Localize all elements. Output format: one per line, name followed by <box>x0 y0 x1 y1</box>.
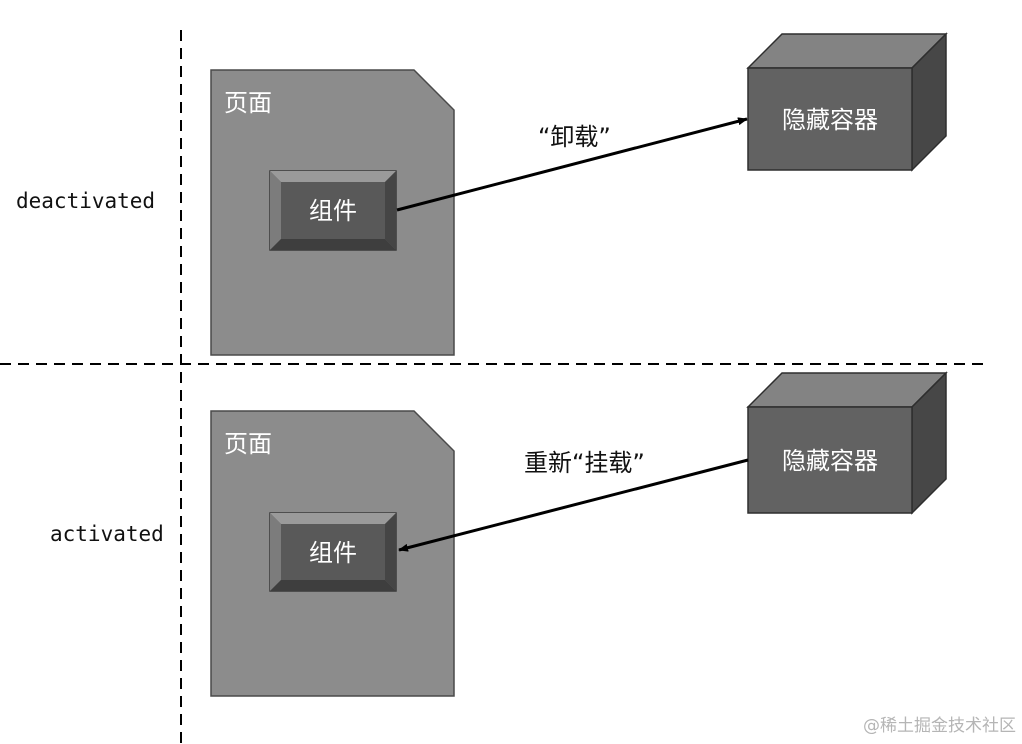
top-component: 组件 <box>269 170 397 251</box>
bottom-component: 组件 <box>269 512 397 592</box>
top-component-label: 组件 <box>309 197 357 225</box>
watermark: @稀土掘金技术社区 <box>863 716 1016 736</box>
state-label-deactivated: deactivated <box>16 189 155 213</box>
unmount-arrow <box>396 117 748 212</box>
remount-label: 重新“挂载” <box>524 449 645 477</box>
bottom-container-label: 隐藏容器 <box>782 447 878 475</box>
unmount-label: “卸载” <box>538 123 611 151</box>
bottom-page-label: 页面 <box>224 430 272 458</box>
top-hidden-container: 隐藏容器 <box>746 32 948 172</box>
bottom-hidden-container: 隐藏容器 <box>746 371 948 515</box>
state-label-activated: activated <box>50 522 164 546</box>
top-container-label: 隐藏容器 <box>782 106 878 134</box>
top-page-label: 页面 <box>224 89 272 117</box>
bottom-component-label: 组件 <box>309 539 357 567</box>
remount-arrow <box>398 458 749 552</box>
